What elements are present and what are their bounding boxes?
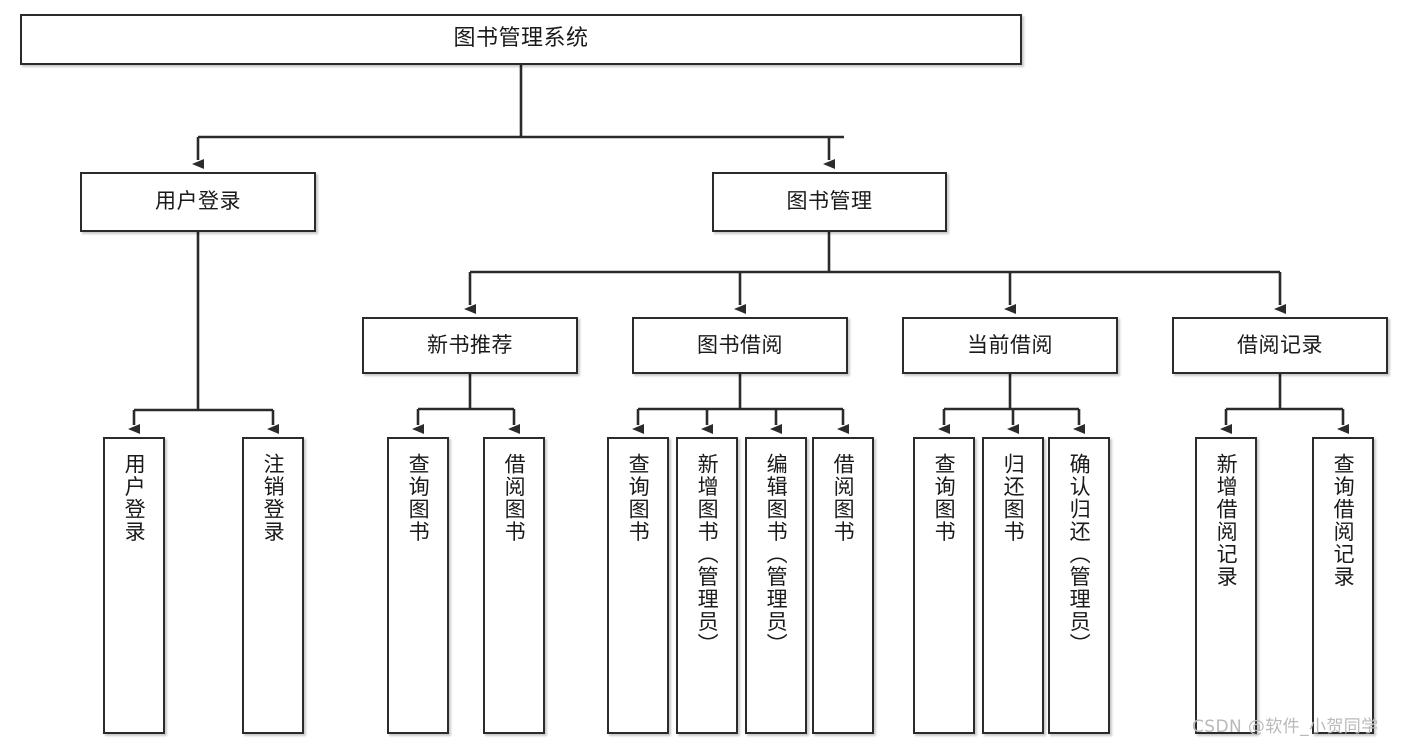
node-leaf-borrow-edit-label: 编辑图书（管理员）: [764, 453, 789, 656]
node-current-borrow[interactable]: 当前借阅: [902, 317, 1118, 374]
node-leaf-recommend-borrow-label: 借阅图书: [502, 453, 527, 543]
node-leaf-user-login-label: 用户登录: [122, 453, 147, 543]
node-user-login-label: 用户登录: [155, 189, 241, 214]
node-leaf-current-return-label: 归还图书: [1001, 453, 1026, 543]
edges-user-login-to-leaves: [128, 232, 279, 434]
node-borrow-record-label: 借阅记录: [1237, 332, 1323, 357]
node-book-manage[interactable]: 图书管理: [712, 172, 947, 232]
node-new-book-recommend-label: 新书推荐: [427, 332, 513, 357]
node-leaf-record-query[interactable]: 查询借阅记录: [1312, 437, 1374, 734]
node-leaf-current-confirm[interactable]: 确认归还（管理员）: [1048, 437, 1110, 734]
node-root-label: 图书管理系统: [453, 26, 589, 52]
node-leaf-user-logout[interactable]: 注销登录: [242, 437, 304, 734]
node-leaf-recommend-query[interactable]: 查询图书: [387, 437, 449, 734]
node-book-borrow[interactable]: 图书借阅: [632, 317, 848, 374]
node-leaf-record-query-label: 查询借阅记录: [1331, 453, 1356, 588]
node-book-manage-label: 图书管理: [786, 189, 873, 214]
node-leaf-borrow-query-label: 查询图书: [626, 453, 651, 543]
node-leaf-record-add[interactable]: 新增借阅记录: [1195, 437, 1257, 734]
node-book-borrow-label: 图书借阅: [697, 332, 783, 357]
node-borrow-record[interactable]: 借阅记录: [1172, 317, 1388, 374]
node-root[interactable]: 图书管理系统: [20, 14, 1022, 65]
edges-new-book-recommend-to-leaves: [412, 374, 520, 434]
node-leaf-borrow-do[interactable]: 借阅图书: [812, 437, 874, 734]
node-new-book-recommend[interactable]: 新书推荐: [362, 317, 578, 374]
edges-book-manage-to-level3: [464, 232, 1286, 314]
node-leaf-current-return[interactable]: 归还图书: [982, 437, 1044, 734]
node-leaf-user-login[interactable]: 用户登录: [103, 437, 165, 734]
edges-borrow-record-to-leaves: [1220, 374, 1349, 434]
node-leaf-recommend-query-label: 查询图书: [406, 453, 431, 543]
node-leaf-borrow-query[interactable]: 查询图书: [607, 437, 669, 734]
node-leaf-borrow-edit[interactable]: 编辑图书（管理员）: [745, 437, 807, 734]
edges-book-borrow-to-leaves: [632, 374, 849, 434]
node-leaf-current-query-label: 查询图书: [932, 453, 957, 543]
edges-root-to-level2: [192, 65, 844, 169]
node-user-login[interactable]: 用户登录: [80, 172, 316, 232]
node-leaf-borrow-add-label: 新增图书（管理员）: [695, 453, 720, 656]
node-leaf-current-query[interactable]: 查询图书: [913, 437, 975, 734]
edges-current-borrow-to-leaves: [938, 374, 1085, 434]
node-leaf-borrow-do-label: 借阅图书: [831, 453, 856, 543]
node-current-borrow-label: 当前借阅: [967, 332, 1053, 357]
node-leaf-record-add-label: 新增借阅记录: [1214, 453, 1239, 588]
node-leaf-borrow-add[interactable]: 新增图书（管理员）: [676, 437, 738, 734]
watermark-text: CSDN @软件_小贺同学: [1192, 717, 1379, 737]
node-leaf-current-confirm-label: 确认归还（管理员）: [1067, 453, 1092, 656]
node-leaf-recommend-borrow[interactable]: 借阅图书: [483, 437, 545, 734]
node-leaf-user-logout-label: 注销登录: [261, 453, 286, 543]
